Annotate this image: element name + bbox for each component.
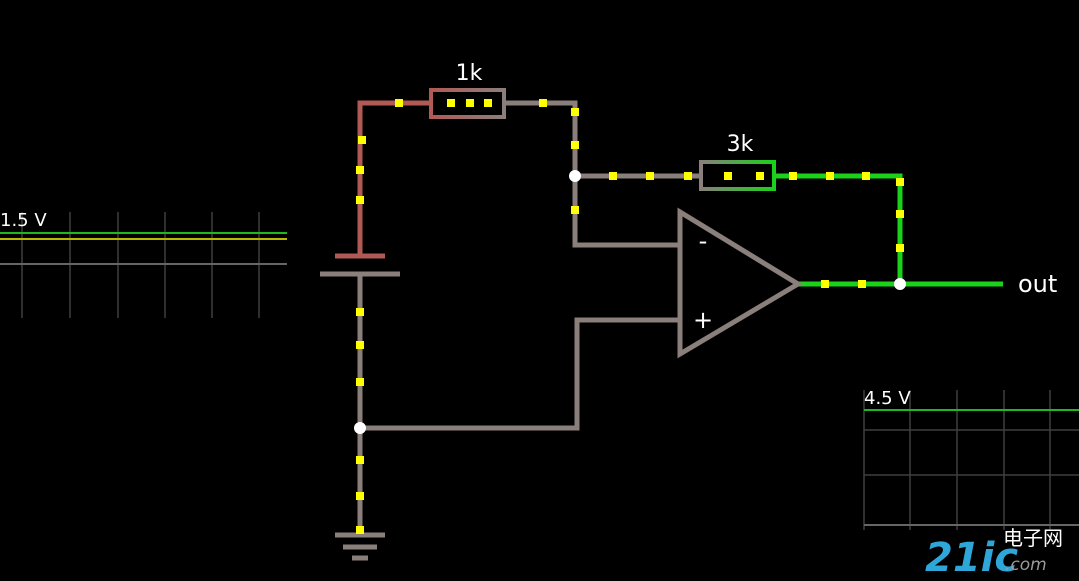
current-dot [896,244,904,252]
op-amp[interactable]: - + [677,207,803,359]
current-dot [646,172,654,180]
current-dot [356,308,364,316]
current-dot [356,456,364,464]
scope-left: 1.5 V [0,210,287,318]
current-dot [571,108,579,116]
current-dot [756,172,764,180]
resistor-1k-label: 1k [456,61,483,86]
current-dot [356,378,364,386]
resistor-3k[interactable]: 3k [699,132,776,191]
wire-battery-positive [357,100,430,255]
current-dot [356,341,364,349]
scope-right: 4.5 V [863,388,1079,530]
resistor-3k-label: 3k [727,132,754,157]
current-dot [789,172,797,180]
battery[interactable] [320,253,400,277]
current-dot [862,172,870,180]
watermark-cn: 电子网 [1003,526,1063,550]
current-dot [395,99,403,107]
scope-left-label: 1.5 V [0,210,47,231]
current-dot [356,166,364,174]
current-dot [684,172,692,180]
current-dot [858,280,866,288]
wire-feedback-output [775,173,903,284]
current-dot [826,172,834,180]
junction-node [894,278,906,290]
current-dot [356,526,364,534]
ground-symbol[interactable] [335,532,385,561]
watermark-com: .com [1005,555,1047,575]
current-dot [571,141,579,149]
scope-right-label: 4.5 V [864,388,911,409]
wire-non-inverting [360,317,680,431]
current-dots [356,99,904,534]
current-dot [724,172,732,180]
junction-node [354,422,366,434]
scope-right-grid [863,390,1079,530]
output-label: out [1018,270,1057,298]
current-dot [896,178,904,186]
current-dot [358,136,366,144]
resistor-1k[interactable]: 1k [429,61,506,119]
op-amp-inverting-sign: - [699,227,708,255]
current-dot [356,492,364,500]
junction-node [569,170,581,182]
current-dot [609,172,617,180]
current-dot [539,99,547,107]
watermark-21ic: 21ic [925,535,1018,581]
current-dot [466,99,474,107]
current-dot [896,210,904,218]
op-amp-body [677,207,803,359]
current-dot [484,99,492,107]
watermark-logo: 21ic 电子网 .com [925,526,1063,581]
current-dot [447,99,455,107]
op-amp-non-inverting-sign: + [693,306,713,334]
current-dot [571,206,579,214]
current-dot [356,196,364,204]
current-dot [821,280,829,288]
